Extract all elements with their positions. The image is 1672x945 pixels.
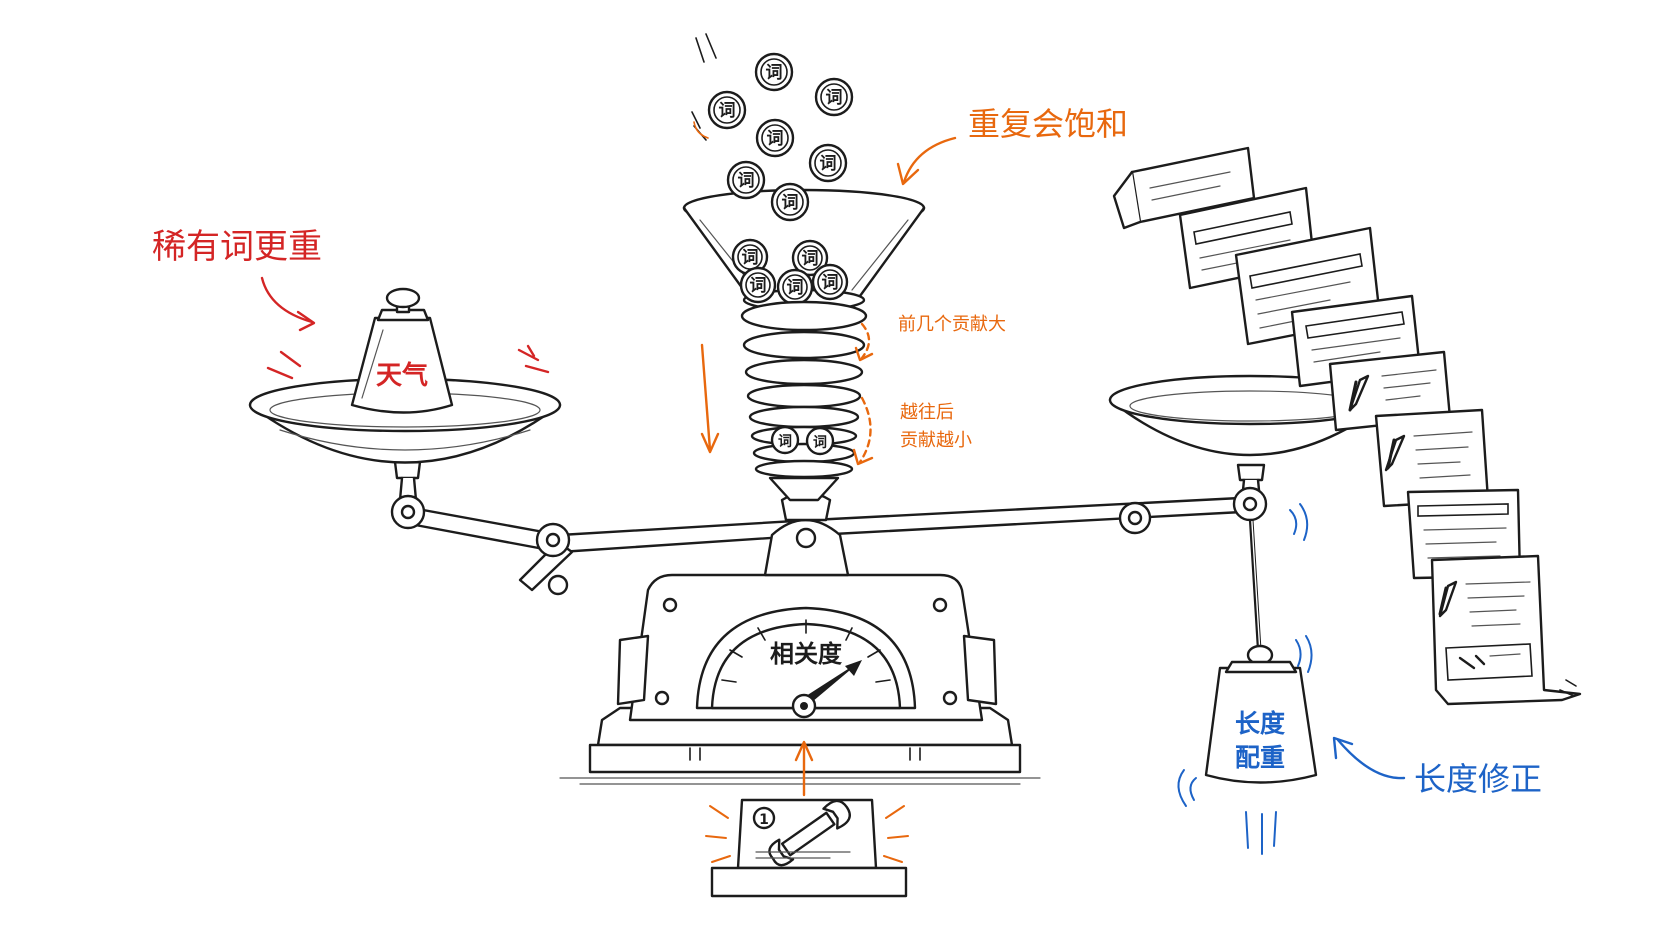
base-card: 1 [705, 740, 909, 898]
svg-text:词: 词 [787, 278, 804, 298]
svg-text:词: 词 [782, 193, 799, 213]
svg-text:词: 词 [738, 171, 755, 191]
left-weight-label: 天气 [376, 360, 428, 391]
svg-text:词: 词 [750, 276, 767, 296]
weight-icon: 天气 [266, 287, 550, 414]
base-card-number: 1 [759, 812, 769, 828]
document-icon [1112, 146, 1582, 706]
falling-coins: 词 词 词 词 词 词 词 [691, 33, 854, 222]
later-label-2: 贡献越小 [900, 430, 972, 451]
counter-weight-line1: 长度 [1235, 709, 1285, 738]
svg-text:词: 词 [742, 248, 759, 268]
rare-words-annotation: 稀有词更重 [152, 227, 322, 332]
counter-weight: 长度 配重 [1177, 503, 1318, 855]
first-few-label: 前几个贡献大 [898, 314, 1006, 335]
length-correction-annotation: 长度修正 [1332, 736, 1542, 798]
wrench-icon [1348, 380, 1448, 616]
svg-text:词: 词 [766, 63, 783, 83]
svg-text:词: 词 [802, 249, 819, 269]
length-correction-label: 长度修正 [1414, 760, 1542, 798]
gauge-icon: 相关度 [695, 606, 917, 719]
svg-text:词: 词 [719, 101, 736, 121]
gauge-label: 相关度 [770, 640, 843, 668]
arrow-icon [296, 310, 316, 332]
svg-text:词: 词 [826, 88, 843, 108]
spring-icon: 词 词 [740, 300, 868, 502]
saturation-label: 重复会饱和 [968, 105, 1128, 143]
saturation-annotation: 重复会饱和 [896, 105, 1128, 186]
spring-annotations: 前几个贡献大 越往后 贡献越小 [700, 314, 1006, 466]
svg-text:词: 词 [778, 434, 792, 450]
svg-text:词: 词 [822, 273, 839, 293]
rare-words-label: 稀有词更重 [152, 227, 322, 267]
later-label-1: 越往后 [900, 402, 954, 423]
svg-text:词: 词 [813, 435, 827, 451]
funnel-coins: 词 词 词 词 词 [731, 238, 849, 306]
counter-weight-line2: 配重 [1235, 743, 1285, 772]
arrow-icon [1332, 736, 1354, 760]
svg-text:词: 词 [767, 129, 784, 149]
arrow-icon [896, 162, 920, 186]
svg-text:词: 词 [820, 154, 837, 174]
